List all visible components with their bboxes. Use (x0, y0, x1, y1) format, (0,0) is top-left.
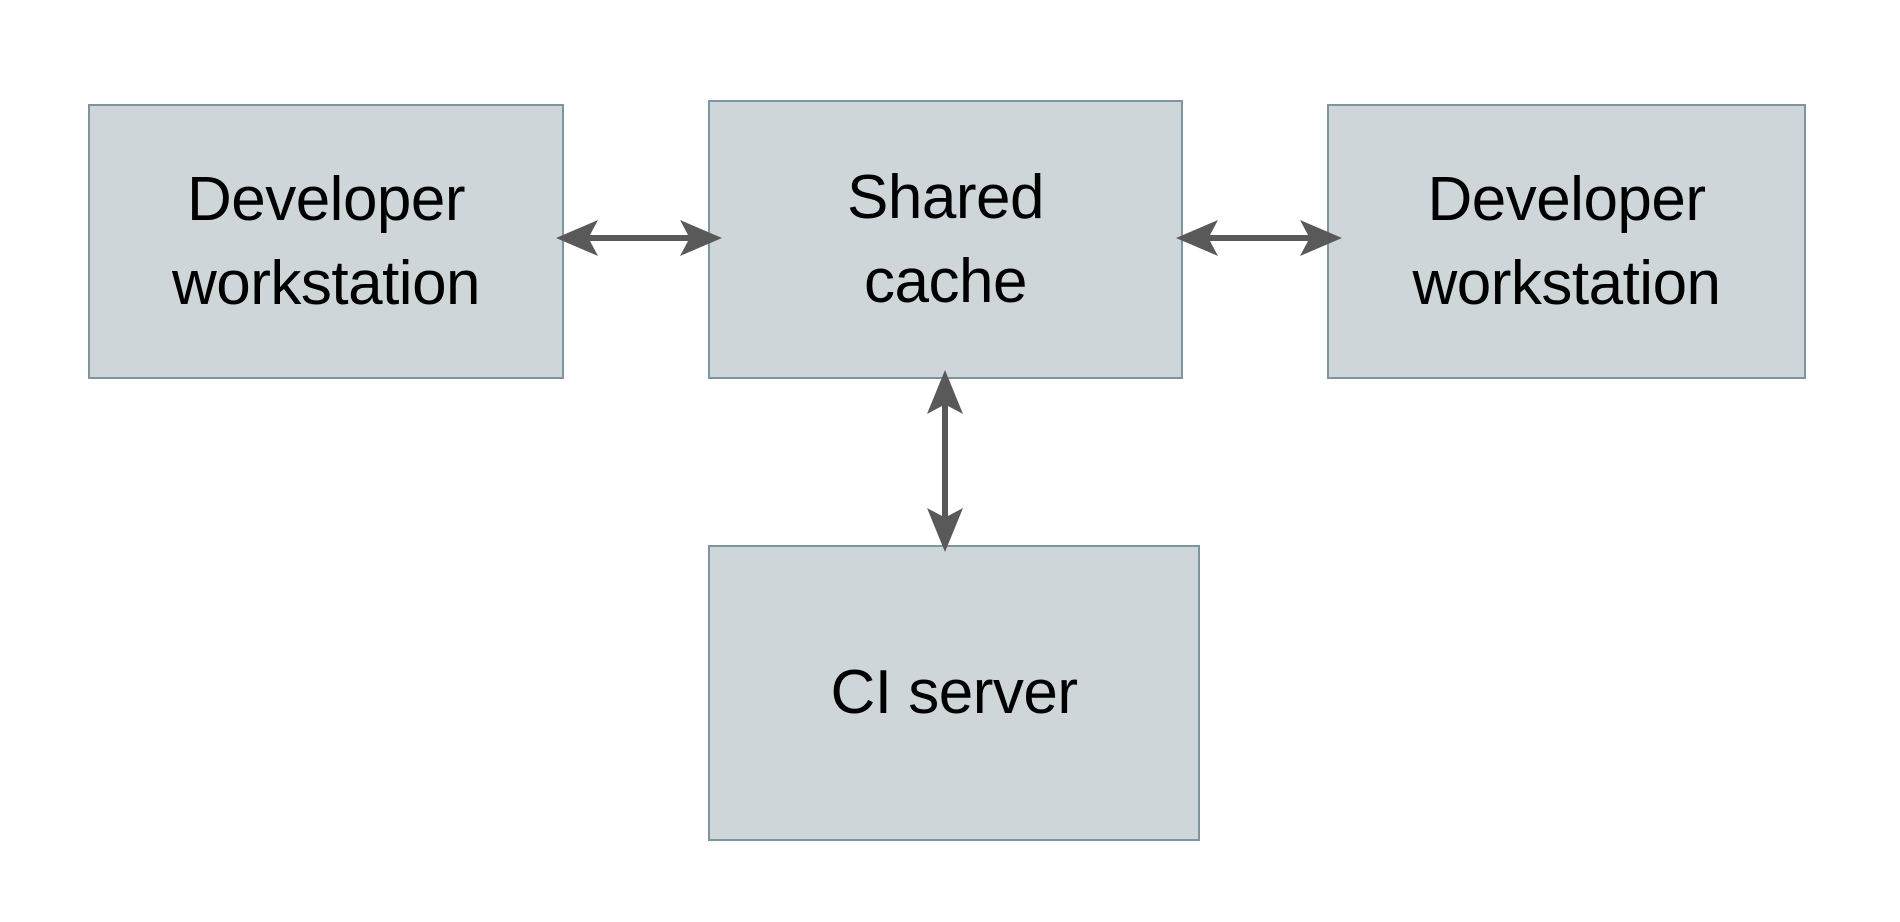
double-arrow-horizontal-icon (1176, 220, 1342, 256)
double-arrow-vertical-icon (927, 370, 963, 552)
node-label-developer-workstation-right: Developer workstation (1412, 164, 1721, 318)
node-label-ci-server: CI server (830, 658, 1078, 728)
node-developer-workstation-right[interactable]: Developer workstation (1327, 104, 1806, 379)
double-arrow-horizontal-icon (556, 220, 722, 256)
node-label-shared-cache: Shared cache (847, 162, 1044, 316)
edge-shared-cache-to-ci-server (927, 370, 963, 552)
node-developer-workstation-left[interactable]: Developer workstation (88, 104, 564, 379)
node-shared-cache[interactable]: Shared cache (708, 100, 1183, 379)
node-label-developer-workstation-left: Developer workstation (171, 164, 481, 318)
edge-dev-left-to-shared-cache (556, 220, 722, 256)
edge-shared-cache-to-dev-right (1176, 220, 1342, 256)
node-ci-server[interactable]: CI server (708, 545, 1200, 841)
